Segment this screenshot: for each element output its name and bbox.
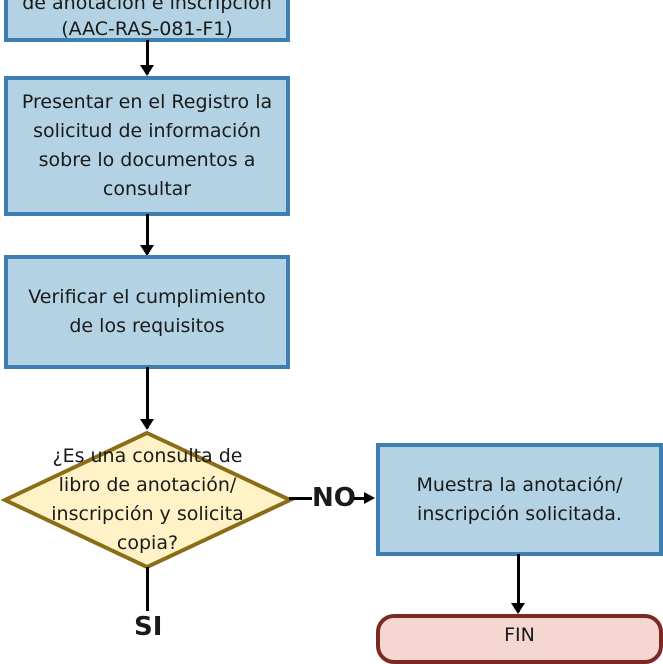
label-no: NO <box>312 483 356 513</box>
present-request-text: Presentar en el Registro la solicitud de… <box>21 91 273 200</box>
process-box-verify-requirements: Verificar el cumplimiento de los requisi… <box>4 255 290 369</box>
label-si: SI <box>134 612 163 642</box>
arrow-show-to-end <box>511 554 525 614</box>
connector-si-line <box>146 567 149 611</box>
connector-no-arrowhead <box>364 492 375 504</box>
process-box-form: de anotación e inscripción (AAC-RAS-081-… <box>4 0 290 42</box>
arrow-present-to-verify <box>140 214 154 256</box>
connector-no-line <box>289 497 313 500</box>
connector-no-arrow <box>354 497 366 500</box>
end-terminator: FIN <box>376 614 663 664</box>
verify-requirements-text: Verificar el cumplimiento de los requisi… <box>28 286 266 337</box>
decision-text: ¿Es una consulta de libro de anotación/ … <box>51 445 244 554</box>
show-annotation-text: Muestra la anotación/ inscripción solici… <box>416 473 623 525</box>
process-box-present-request: Presentar en el Registro la solicitud de… <box>4 76 290 216</box>
arrow-verify-to-decision <box>140 367 154 430</box>
form-box-line1: de anotación e inscripción <box>22 0 272 14</box>
end-text: FIN <box>504 624 535 646</box>
form-box-line2: (AAC-RAS-081-F1) <box>61 18 233 40</box>
process-box-show-annotation: Muestra la anotación/ inscripción solici… <box>376 443 663 556</box>
arrow-form-to-present <box>140 40 154 76</box>
